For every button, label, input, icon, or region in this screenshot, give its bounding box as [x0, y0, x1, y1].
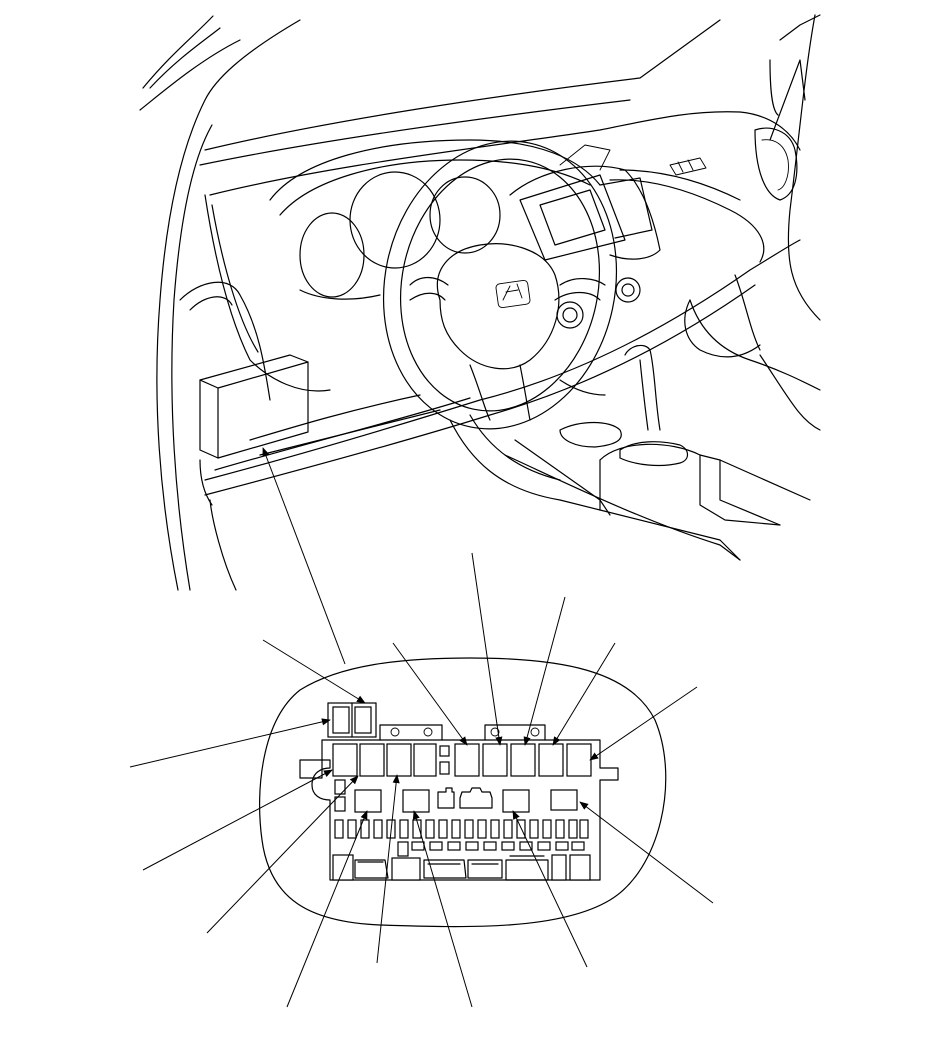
- right-vent: [754, 127, 798, 201]
- fuse-row-1-slot-9: [566, 743, 592, 777]
- mini-fuse-row: [334, 819, 589, 839]
- door-handle: [669, 157, 707, 176]
- gauge-right: [429, 176, 501, 254]
- relay-row-2-slot-4: [550, 789, 578, 811]
- callout-c2: [392, 642, 468, 746]
- callout-leaders: [129, 552, 714, 1008]
- cluster-hood: [269, 139, 601, 201]
- bottom-connector-1: [332, 854, 354, 881]
- callout-c4: [523, 596, 566, 746]
- detail-oval: [258, 657, 667, 928]
- bottom-connector-7: [551, 854, 567, 881]
- steering-wheel: [382, 140, 618, 430]
- windshield-base: [204, 19, 721, 151]
- callout-c7: [129, 718, 331, 768]
- fuse-row-1-slot-8: [538, 743, 564, 777]
- fuse-box-in-vehicle: [199, 354, 309, 459]
- relay-row-2-slot-3: [502, 789, 530, 813]
- center-stack: [509, 165, 661, 260]
- gauge-center: [349, 171, 441, 269]
- callout-c8: [142, 769, 333, 871]
- fuse-row-1-slot-2: [386, 743, 412, 777]
- car-interior-drawing: [139, 14, 821, 591]
- bottom-connector-8: [569, 854, 591, 881]
- console: [599, 459, 741, 561]
- fuse-row-1-slot-6: [482, 743, 508, 777]
- fuse-row-1-slot-5: [454, 743, 480, 777]
- dash-front-edge: [204, 239, 801, 481]
- fuse-row-1-slot-7: [510, 743, 536, 777]
- callout-c6: [589, 686, 698, 761]
- fuse-row-1-slot-3: [413, 743, 437, 777]
- callout-c1: [262, 639, 366, 704]
- relay-row-2-slot-1: [354, 789, 382, 813]
- dash-top: [209, 111, 801, 196]
- bottom-connector-5: [467, 859, 503, 879]
- relay-row-2-slot-2: [402, 789, 430, 813]
- fuse-box-detail: [258, 657, 667, 928]
- callout-c10: [286, 810, 368, 1008]
- gauge-left: [299, 212, 365, 298]
- callout-c14: [579, 801, 714, 904]
- callout-c5: [552, 642, 616, 746]
- door-frame: [156, 19, 301, 591]
- relay-left-top: [332, 743, 358, 777]
- callout-c11: [376, 774, 400, 964]
- callout-c3: [471, 552, 503, 746]
- box-body: [299, 739, 619, 881]
- a-pillar: [142, 15, 214, 89]
- bottom-connector-4: [423, 859, 467, 879]
- shift-lever: [624, 344, 661, 431]
- location-leader: [262, 447, 346, 665]
- connector-small: [459, 787, 493, 809]
- horn-emblem: [495, 279, 531, 309]
- steering-hub: [436, 243, 560, 370]
- bottom-connector-2: [354, 859, 389, 879]
- callout-c13: [512, 810, 588, 968]
- bottom-connector-3: [391, 857, 421, 881]
- bottom-connector-6: [505, 859, 549, 881]
- callout-c9: [206, 775, 359, 934]
- callout-c12: [412, 810, 473, 1008]
- fuse-row-1-slot-1: [359, 743, 385, 777]
